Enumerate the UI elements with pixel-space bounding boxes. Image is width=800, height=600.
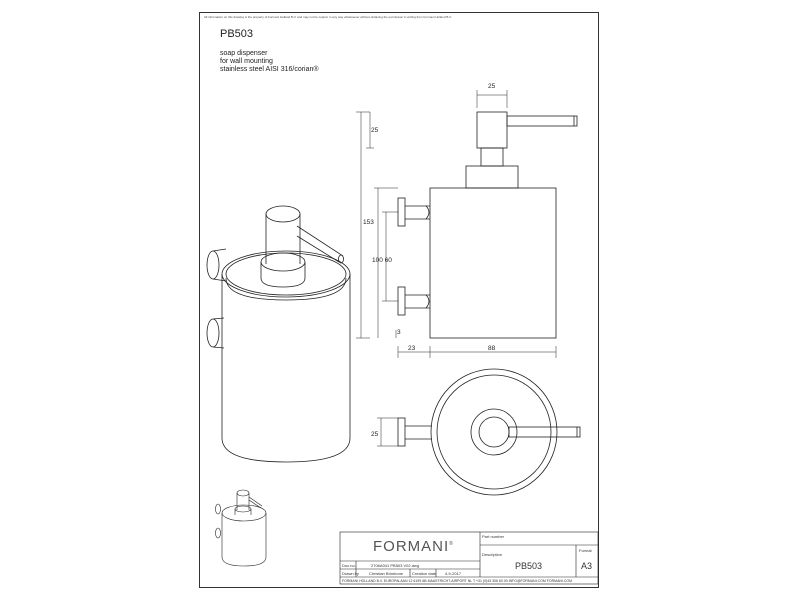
description-value: PB503 <box>515 561 543 571</box>
drawing-sheet-border <box>199 12 599 588</box>
description-line-3: stainless steel AISI 316/corian® <box>220 66 319 73</box>
doc-no-value: 2706A041 PB503 V02.dwg <box>371 563 420 568</box>
product-code: PB503 <box>220 28 254 40</box>
dim-bottom-gap: 3 <box>397 329 401 336</box>
description-line-1: soap dispenser <box>220 50 268 57</box>
dim-plan-offset: 25 <box>371 431 379 438</box>
description-label: Description <box>482 552 503 557</box>
formani-logo: FORMANI® <box>373 538 454 555</box>
dim-mount-spacing: 100 60 <box>372 257 392 264</box>
drawn-by-value: Christian Brimbone <box>369 571 404 576</box>
copyright-notice: All information on this drawing is the p… <box>204 15 452 19</box>
plan-view <box>397 368 581 496</box>
format-value: A3 <box>581 561 593 571</box>
title-block-grid <box>339 531 599 585</box>
dim-pump-width: 25 <box>488 83 496 90</box>
dim-pump-height: 25 <box>371 127 379 134</box>
front-elevation <box>397 111 578 339</box>
creation-date-label: Creation date <box>412 571 437 576</box>
dim-body-width: 88 <box>488 345 496 352</box>
product-description: soap dispenser for wall mounting stainle… <box>220 50 319 74</box>
part-number-label: Part number <box>482 534 505 539</box>
company-footer: FORMANI HOLLAND B.V. EUROPALAAN 12 6199 … <box>342 579 573 583</box>
description-line-2: for wall mounting <box>220 58 273 65</box>
dimension-lines <box>356 90 557 447</box>
creation-date-value: 4-9-2017 <box>445 571 462 576</box>
dim-wall-depth: 23 <box>408 345 416 352</box>
drawn-by-label: Drawn by <box>342 571 359 576</box>
doc-no-label: Doc.no. <box>342 563 356 568</box>
format-label: Format <box>579 548 592 553</box>
dim-total-height: 153 <box>363 219 374 226</box>
isometric-view-small <box>215 489 267 567</box>
isometric-view-large <box>206 205 351 463</box>
